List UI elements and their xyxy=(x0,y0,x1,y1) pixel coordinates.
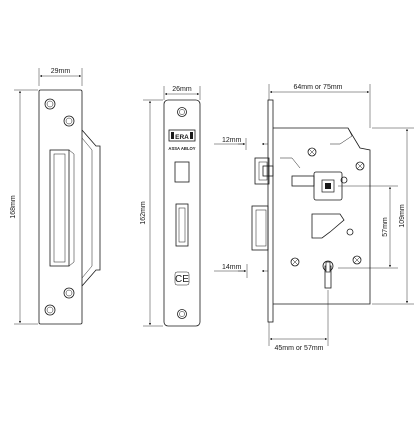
lock-case-bottom-width-label: 45mm or 57mm xyxy=(274,345,323,352)
faceplate-height-label: 162mm xyxy=(140,201,147,225)
lock-case-bottom-width-dimension: 45mm or 57mm xyxy=(268,290,329,352)
lock-case-top-width-dimension: 64mm or 75mm xyxy=(268,84,371,128)
faceplate-width-dimension: 26mm xyxy=(163,86,201,100)
case-height-label: 109mm xyxy=(399,204,406,228)
centres-label: 57mm xyxy=(382,217,389,237)
faceplate-height-dimension: 162mm xyxy=(140,99,163,327)
strike-plate-height-dimension: 168mm xyxy=(10,89,38,325)
brand-text: ERA xyxy=(175,134,189,141)
brand-subtext: ASSA ABLOY xyxy=(168,146,195,151)
case-height-dimension: 109mm xyxy=(372,127,414,305)
lock-case: 64mm or 75mm 45mm or 57mm 12mm 14mm xyxy=(214,84,414,352)
ce-mark: CE xyxy=(175,274,189,285)
latch-offset-dimension: 12mm xyxy=(214,137,268,150)
strike-screw-holes xyxy=(44,98,75,316)
case-screws xyxy=(290,147,365,267)
deadbolt-offset-dimension: 14mm xyxy=(214,264,268,278)
keyhole xyxy=(322,260,334,289)
strike-plate-width-label: 29mm xyxy=(51,68,71,75)
latch-offset-label: 12mm xyxy=(222,137,242,144)
faceplate: 26mm 162mm ERA ASSA ABLOY CE xyxy=(140,86,201,327)
lock-case-top-width-label: 64mm or 75mm xyxy=(293,84,342,91)
faceplate-width-label: 26mm xyxy=(172,86,192,93)
strike-plate-width-dimension: 29mm xyxy=(38,68,83,86)
strike-plate: 29mm 168mm xyxy=(10,68,101,325)
brand-badge: ERA ASSA ABLOY xyxy=(168,129,196,151)
deadbolt-offset-label: 14mm xyxy=(222,264,242,271)
strike-plate-height-label: 168mm xyxy=(10,195,17,219)
centres-dimension: 57mm xyxy=(338,185,398,269)
